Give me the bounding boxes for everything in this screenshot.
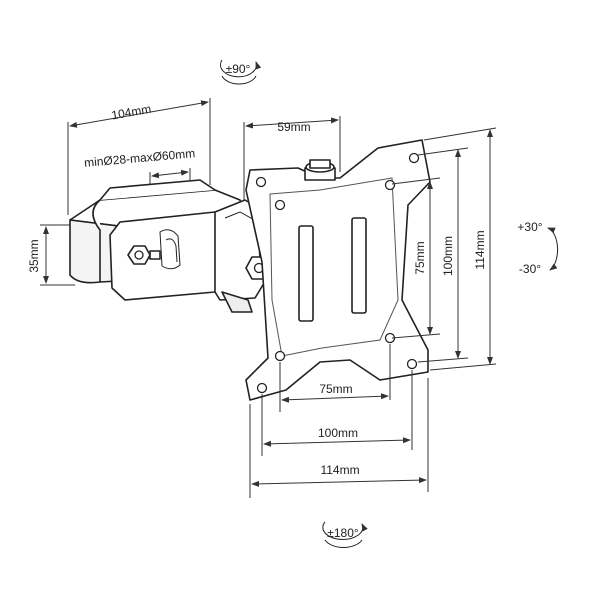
vesa-75-vertical-label: 75mm — [413, 241, 427, 274]
plate-114-horizontal-dimension: 114mm — [249, 378, 429, 498]
vesa-holes — [255, 152, 420, 394]
vesa-75-vertical-dimension: 75mm — [391, 177, 441, 339]
plate-slot-right — [351, 217, 367, 314]
clamp-range-label: minØ28-maxØ60mm — [84, 146, 196, 170]
tilt-indicator: +30° -30° — [517, 220, 559, 276]
vesa-75-horizontal-dimension: 75mm — [279, 344, 391, 412]
vesa-75-horizontal-label: 75mm — [319, 382, 352, 396]
clamp-height-label: 35mm — [27, 239, 41, 272]
plate-114-vertical-label: 114mm — [473, 230, 487, 269]
plate-slot-left — [298, 225, 314, 322]
plate-114-vertical-dimension: 114mm — [423, 127, 497, 371]
vesa-100-vertical-dimension: 100mm — [417, 147, 469, 363]
plate-offset-dimension: 59mm — [243, 116, 341, 200]
arm-length-dimension: 104mm — [67, 98, 211, 215]
tilt-up-label: +30° — [517, 220, 542, 234]
vesa-100-vertical-label: 100mm — [441, 236, 455, 276]
tilt-down-label: -30° — [519, 262, 541, 276]
vesa-100-horizontal-dimension: 100mm — [261, 370, 413, 456]
plate-114-horizontal-label: 114mm — [320, 463, 359, 477]
tilt-knob — [304, 159, 336, 181]
vesa-100-horizontal-label: 100mm — [318, 426, 358, 440]
clamp-height-dimension: 35mm — [27, 224, 75, 286]
plate-offset-label: 59mm — [277, 120, 310, 134]
vesa-plate — [245, 139, 431, 401]
clamp-bolt — [127, 245, 161, 265]
rotation-180-badge: ±180° — [322, 521, 368, 548]
rotation-90-label: ±90° — [226, 62, 251, 76]
rotation-180-label: ±180° — [327, 526, 359, 540]
pole-clamp-assembly — [69, 179, 273, 313]
rotation-90-badge: ±90° — [220, 59, 262, 85]
arm-length-label: 104mm — [110, 102, 152, 123]
